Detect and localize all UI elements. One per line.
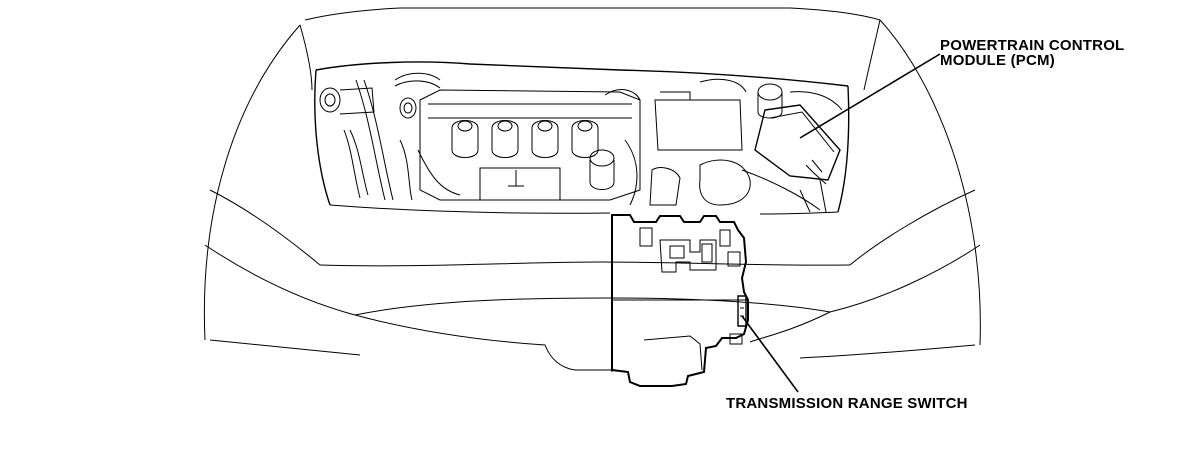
pcm-leader-line (799, 53, 941, 139)
transmission-case (611, 214, 749, 387)
trs-leader-line (741, 315, 799, 393)
engine-bay (314, 61, 850, 215)
left-components (319, 72, 461, 201)
pcm-callout-line-2: MODULE (PCM) (940, 52, 1055, 69)
trs-callout-label: TRANSMISSION RANGE SWITCH (726, 395, 968, 412)
pcm-unit (754, 104, 841, 185)
car-body-outline (203, 7, 981, 372)
pcm-callout-line-1: POWERTRAIN CONTROL (940, 37, 1125, 54)
right-components (649, 78, 843, 213)
transmission-range-switch (729, 295, 747, 345)
engine-block (419, 89, 641, 206)
pcm-callout-label: POWERTRAIN CONTROL MODULE (PCM) (940, 38, 1124, 68)
ignition-coils (451, 120, 599, 158)
leader-lines (741, 53, 941, 393)
